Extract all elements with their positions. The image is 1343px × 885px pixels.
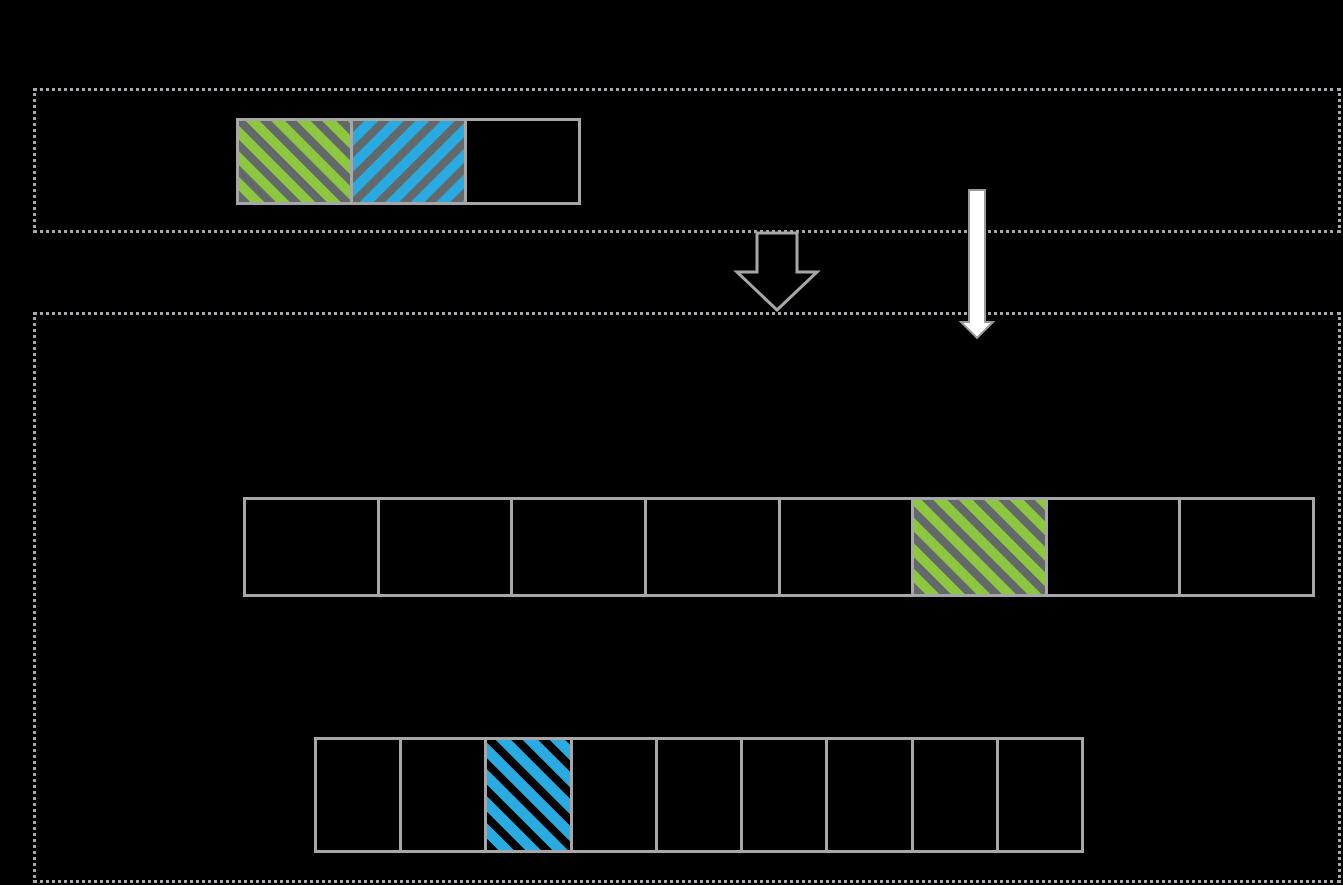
empty-cell [658, 740, 744, 850]
source-cell-row [236, 118, 581, 205]
empty-cell [1048, 500, 1182, 594]
empty-cell [246, 500, 380, 594]
empty-cell [573, 740, 658, 850]
empty-cell [1181, 500, 1312, 594]
upper-target-cell-row [243, 497, 1315, 597]
empty-cell [999, 740, 1081, 850]
empty-cell [828, 740, 914, 850]
green-hatch-cell [239, 121, 353, 202]
empty-cell [743, 740, 829, 850]
green-hatch-cell [914, 500, 1048, 594]
empty-cell [402, 740, 488, 850]
empty-cell [513, 500, 647, 594]
empty-cell [781, 500, 915, 594]
empty-cell [317, 740, 403, 850]
lower-target-cell-row [314, 737, 1084, 853]
empty-cell [647, 500, 781, 594]
blue-black-hatch-cell [487, 740, 573, 850]
hollow-down-arrow-icon [733, 231, 821, 313]
empty-cell [467, 121, 578, 202]
blue-hatch-cell [353, 121, 467, 202]
empty-cell [914, 740, 999, 850]
top-dashed-region [33, 88, 1341, 233]
empty-cell [380, 500, 514, 594]
bottom-dashed-region [33, 312, 1341, 883]
